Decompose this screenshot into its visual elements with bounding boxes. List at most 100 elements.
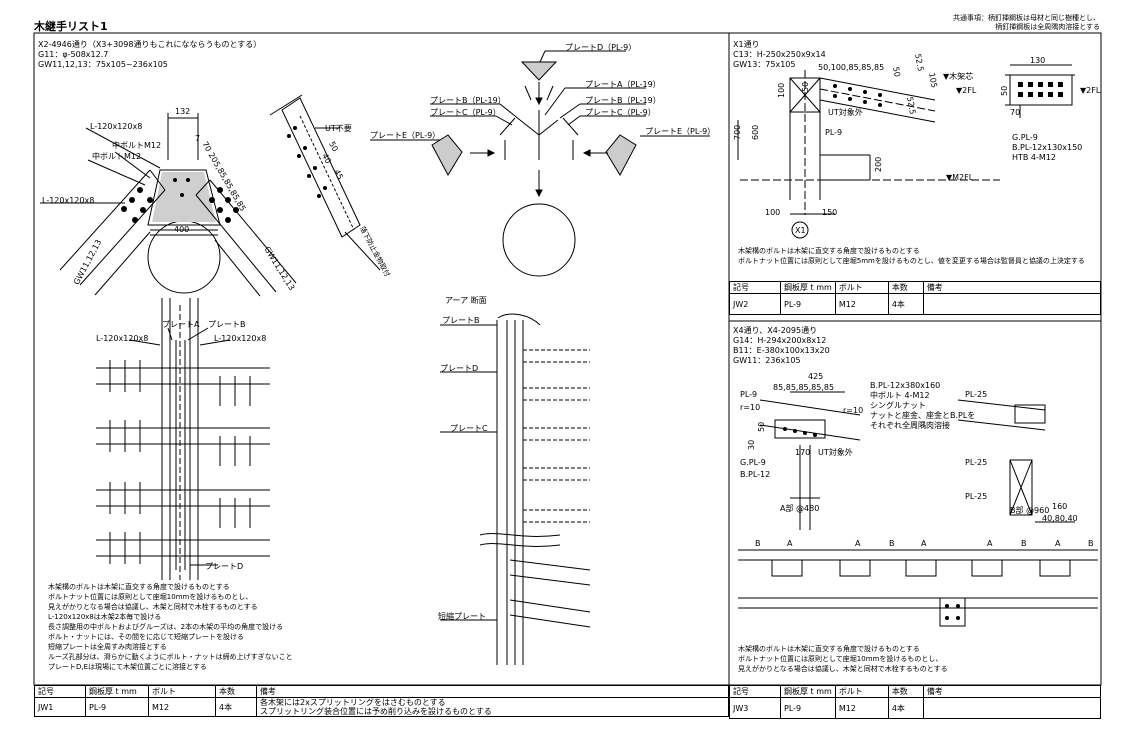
jw3-dim-50: 50 [757,421,766,432]
jw2-kizai: ▼木架芯 [943,72,974,81]
jw3-cell-mark: JW3 [729,697,781,719]
jw3-bpl: B.PL-12 [740,470,771,479]
jw3-note-3: 見えがかりとなる場合は協議し、木架と同材で木栓するものとする [738,665,948,673]
jw1-head-1: X2-4946通り（X3+3098通りもこれになならうものとする） [38,40,262,49]
jw1-cell-count: 4本 [215,697,257,717]
jw1-plate-e-left: プレートE（PL-9） [370,131,441,140]
jw2-bpl: B.PL-12x130x150 [1012,143,1083,152]
jw2-m2fl: ▼M2FL [946,173,974,182]
jw1-elevation [96,298,270,580]
jw3-th-thickness: 鋼板厚 t mm [780,685,836,698]
jw2-dim-50b: 50 [891,66,902,78]
jw1-plate-c-left: プレートC（PL-9） [430,108,501,117]
jw1-plates-diagram [370,50,710,277]
jw1-note-7: 短縮プレートは全周すみ肉溶接とする [48,643,167,651]
jw2-dim-150: 150 [822,208,838,217]
jw3-b960: B部 @960 [1010,506,1050,515]
jw1-note-3: 見えがかりとなる場合は協議し、木架と同材で木栓するものとする [48,603,258,611]
jw2-note-2: ボルトナット位置には原則として座堀5mmを設けるものとし、値を変更する場合は監督… [738,257,1085,265]
jw3-cell-bolt: M12 [834,697,889,719]
jw2-gpl: G.PL-9 [1012,133,1038,142]
jw2-th-bolt: ボルト [834,281,889,294]
jw1-plate-c-right: プレートC（PL-9） [585,108,656,117]
jw1-th-thickness: 鋼板厚 t mm [85,685,149,698]
jw3-a480: A部 @480 [780,504,820,513]
jw1-head-3: GW11,12,13：75x105~236x105 [38,60,168,69]
jw3-plan-label-1: B [755,539,761,548]
jw1-section-label-short: 短縮プレート [438,612,486,621]
jw1-label-l3: L-120x120x8 [96,334,149,343]
jw1-note-6: ボルト・ナットには、その間をに応じて短縮プレートを設ける [48,633,244,641]
jw3-th-count: 本数 [887,685,924,698]
jw3-dim-408040: 40,80,40 [1042,514,1078,523]
jw3-nut-2: ナットと座金、座金とB.PLを [870,411,976,420]
jw2-th-remarks: 備考 [922,281,1102,294]
jw3-dims: 85,85,85,85,85 [773,383,835,392]
jw3-pl25-c: PL-25 [965,492,988,501]
jw1-label-l1: L-120x120x8 [90,122,143,131]
jw3-bpl-spec: B.PL-12x380x160 [870,381,941,390]
jw1-plate-d: プレートD（PL-9） [565,43,637,52]
jw1-bolt-mid-2: 中ボルトM12 [92,152,142,161]
jw1-ut: UT不要 [325,124,352,133]
jw1-pipe-joint [40,113,297,297]
jw3-plan-label-5: A [921,539,927,548]
jw2-head-2: C13：H-250x250x9x14 [733,50,826,59]
jw2-dim-100v: 100 [777,82,786,98]
jw1-plate-e-right: プレートE（PL-9） [645,127,716,136]
jw1-plate-b-right: プレートB（PL-19） [585,96,661,105]
jw1-num-7: 7 [195,134,201,143]
jw3-plan-label-8: A [1055,539,1061,548]
jw3-note-2: ボルトナット位置には原則として座堀10mmを設けるものとし、 [738,655,943,663]
jw3-weld: それぞれ全周隅肉溶接 [870,421,950,430]
jw3-plan-label-6: A [987,539,993,548]
jw2-cell-thickness: PL-9 [780,293,836,315]
jw3-th-remarks: 備考 [922,685,1102,698]
jw1-note-1: 木架構のボルトは木架に直交する角度で設けるものとする [48,583,230,591]
jw1-th-mark: 記号 [34,685,86,698]
jw3-plan-label-4: B [889,539,895,548]
jw2-cell-mark: JW2 [729,293,781,315]
jw2-head-3: GW13：75x105 [733,60,796,69]
jw1-plate-d-bottom: プレートD [205,562,244,571]
jw1-note-9: プレートD,Eは現場にて木架位置ごとに溶接とする [48,663,207,671]
jw1-section-label-d: プレートD [440,364,479,373]
jw3-plan-label-2: A [787,539,793,548]
jw1-label-l4: L-120x120x8 [214,334,267,343]
jw3-plan-label-7: B [1021,539,1027,548]
jw1-th-count: 本数 [215,685,257,698]
jw3-r10b: r=10 [843,406,864,415]
jw1-dim-400: 400 [174,225,190,234]
jw3-th-mark: 記号 [729,685,781,698]
jw2-ut: UT対象外 [828,108,863,117]
jw3-note-1: 木架構のボルトは木架に直交する角度で設けるものとする [738,645,920,653]
jw3-dim-30: 30 [747,439,756,450]
jw1-section-label-b: プレートB [442,316,480,325]
jw1-section-label-c: プレートC [450,424,488,433]
jw3-frame [728,320,1102,686]
jw1-note-5: 長さ調整用の中ボルトおよびグルーズは、2本の木架の平均の角度で設ける [48,623,284,631]
jw2-head-1: X1通り [733,40,760,49]
jw2-th-count: 本数 [887,281,924,294]
common-note-2: 柄釘挿鋼板は全周隅肉溶接とする [995,23,1100,31]
jw1-cell-mark: JW1 [34,697,86,717]
jw1-remark-2: スプリットリング装合位置には予め削り込みを設けるものとする [260,707,492,716]
jw1-dim-132: 132 [175,107,191,116]
jw2-fl2b: ▼2FL [1080,86,1101,95]
jw3-cell-thickness: PL-9 [780,697,836,719]
jw1-table: 記号 鋼板厚 t mm ボルト 本数 備考 JW1 PL-9 M12 4本 各木… [34,685,729,717]
jw3-dim-160: 160 [1052,502,1068,511]
jw1-plate-a-label: プレートA [162,320,200,329]
sheet-title: 木継手リスト1 [34,20,108,33]
jw2-htb: HTB 4-M12 [1012,153,1056,162]
jw2-table: 記号 鋼板厚 t mm ボルト 本数 備考 JW2 PL-9 M12 4本 [729,281,1102,315]
jw3-head-1: X4通り、X4-2095通り [733,326,818,335]
jw2-dim-130: 130 [1030,56,1046,65]
jw1-head-2: G11：φ-508x12.7 [38,50,109,59]
jw2-x1-marker: X1 [795,226,806,235]
jw1-plate-b-left: プレートB（PL-19） [430,96,506,105]
jw3-head-4: GW11：236x105 [733,356,801,365]
jw1-section [440,313,591,665]
jw1-cell-remarks: 各木架には2xスプリットリングをはさむものとする スプリットリング装合位置には予… [256,697,729,717]
jw1-th-remarks: 備考 [256,685,729,698]
